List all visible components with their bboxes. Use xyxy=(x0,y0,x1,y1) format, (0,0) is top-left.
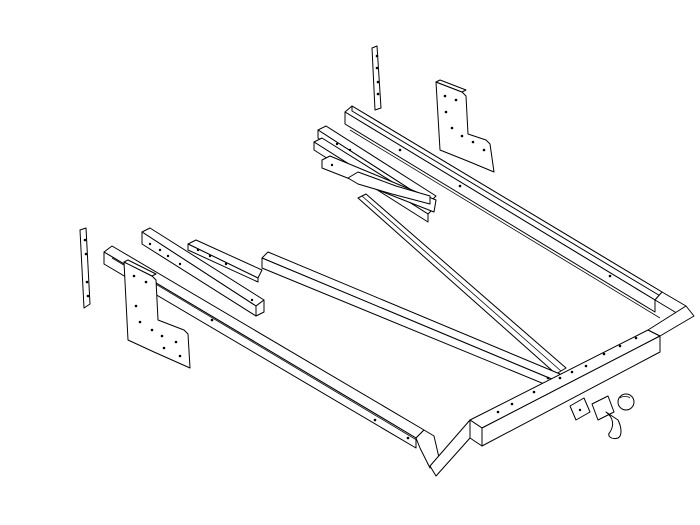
mounting-strip-right xyxy=(371,45,382,111)
bracket-right xyxy=(313,125,437,223)
side-rail-left xyxy=(103,245,441,469)
small-bracket-left xyxy=(187,239,263,283)
side-rail-right xyxy=(344,105,687,319)
cross-beam xyxy=(429,305,695,477)
mounting-plate-left xyxy=(123,259,191,369)
diagonal-brace-upper xyxy=(357,193,567,375)
tow-ball xyxy=(569,393,635,439)
mounting-strip-left xyxy=(79,227,91,309)
bracket-left xyxy=(141,227,265,317)
mounting-plate-right xyxy=(435,79,495,173)
